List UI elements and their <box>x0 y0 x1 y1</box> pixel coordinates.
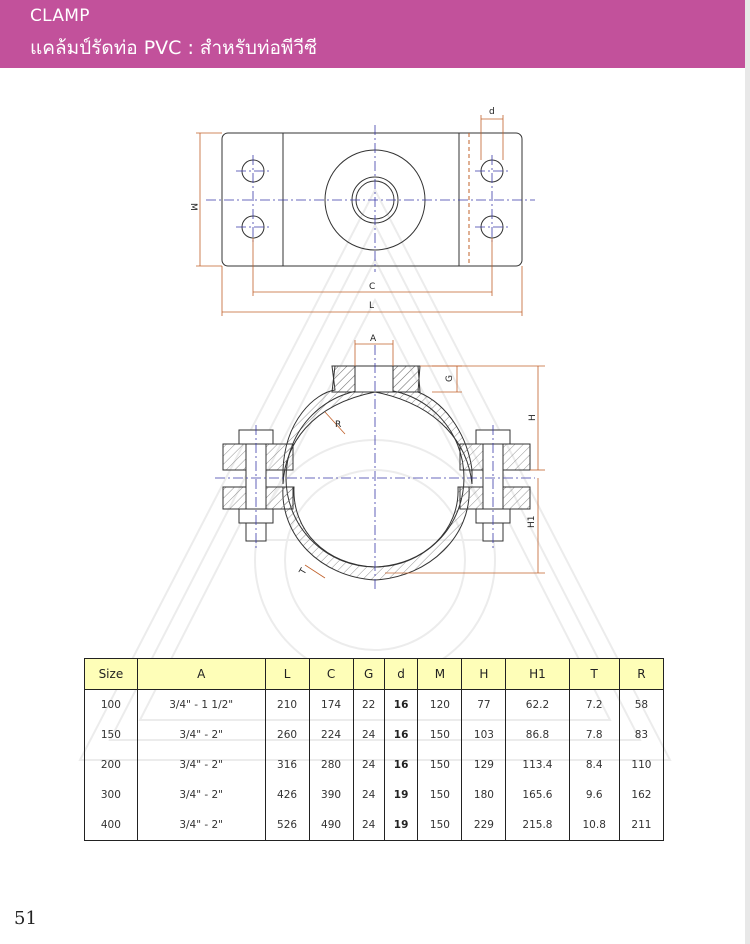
dim-label-m: M <box>188 203 198 211</box>
page-number: 51 <box>14 908 37 929</box>
cell-t: 7.2 <box>568 689 620 720</box>
col-header-g: G <box>352 658 385 690</box>
col-header-r: R <box>618 658 665 690</box>
col-header-h: H <box>461 658 507 690</box>
col-header-a: A <box>136 658 266 690</box>
cell-size: 200 <box>84 750 138 780</box>
cell-l: 260 <box>264 720 310 750</box>
top-view-centerlines <box>206 125 535 272</box>
table-header-row: Size A L C G d M H H1 T R <box>84 658 665 690</box>
col-header-l: L <box>264 658 310 690</box>
cell-l: 210 <box>264 689 310 720</box>
cell-h: 103 <box>461 720 507 750</box>
cell-a: 3/4" - 2" <box>136 810 266 841</box>
cell-h: 229 <box>461 810 507 841</box>
front-view-dimensions <box>304 340 545 579</box>
cell-m: 120 <box>417 689 463 720</box>
cell-m: 150 <box>417 810 463 841</box>
cell-g: 24 <box>352 810 385 841</box>
cell-size: 150 <box>84 720 138 750</box>
cell-d: 16 <box>383 689 419 720</box>
col-header-m: M <box>417 658 463 690</box>
cell-g: 24 <box>352 780 385 810</box>
cell-h1: 86.8 <box>505 720 570 750</box>
cell-g: 24 <box>352 750 385 780</box>
cell-size: 100 <box>84 689 138 720</box>
page-edge-shadow <box>745 0 750 944</box>
specification-table: Size A L C G d M H H1 T R 100 3/4" - 1 1… <box>84 658 665 841</box>
dim-label-l: L <box>369 301 374 311</box>
cell-c: 224 <box>308 720 354 750</box>
cell-r: 58 <box>618 689 665 720</box>
header-banner: CLAMP แคล้มป์รัดท่อ PVC : สำหรับท่อพีวีซ… <box>0 0 750 68</box>
cell-d: 19 <box>383 810 419 841</box>
cell-a: 3/4" - 1 1/2" <box>136 689 266 720</box>
front-view <box>222 365 531 581</box>
table-row: 150 3/4" - 2" 260 224 24 16 150 103 86.8… <box>84 720 665 750</box>
cell-a: 3/4" - 2" <box>136 780 266 810</box>
cell-h: 129 <box>461 750 507 780</box>
cell-m: 150 <box>417 750 463 780</box>
cell-r: 211 <box>618 810 665 841</box>
cell-c: 390 <box>308 780 354 810</box>
cell-m: 150 <box>417 720 463 750</box>
cell-h: 77 <box>461 689 507 720</box>
col-header-t: T <box>568 658 620 690</box>
cell-c: 490 <box>308 810 354 841</box>
cell-size: 300 <box>84 780 138 810</box>
cell-r: 83 <box>618 720 665 750</box>
cell-d: 16 <box>383 720 419 750</box>
cell-m: 150 <box>417 780 463 810</box>
cell-h: 180 <box>461 780 507 810</box>
cell-h1: 113.4 <box>505 750 570 780</box>
cell-g: 24 <box>352 720 385 750</box>
cell-d: 19 <box>383 780 419 810</box>
cell-t: 7.8 <box>568 720 620 750</box>
dim-label-r: R <box>335 420 341 430</box>
top-view-dimensions <box>196 115 523 316</box>
cell-d: 16 <box>383 750 419 780</box>
dim-label-h1: H1 <box>527 516 537 529</box>
cell-l: 426 <box>264 780 310 810</box>
dim-label-h: H <box>528 414 538 421</box>
cell-r: 110 <box>618 750 665 780</box>
cell-g: 22 <box>352 689 385 720</box>
page-subtitle: แคล้มป์รัดท่อ PVC : สำหรับท่อพีวีซี <box>30 37 317 59</box>
dim-label-c: C <box>369 282 375 292</box>
cell-h1: 62.2 <box>505 689 570 720</box>
cell-h1: 215.8 <box>505 810 570 841</box>
cell-a: 3/4" - 2" <box>136 720 266 750</box>
table-row: 100 3/4" - 1 1/2" 210 174 22 16 120 77 6… <box>84 689 665 720</box>
col-header-size: Size <box>84 658 138 690</box>
dim-label-a: A <box>370 334 377 344</box>
cell-c: 280 <box>308 750 354 780</box>
table-row: 300 3/4" - 2" 426 390 24 19 150 180 165.… <box>84 780 665 810</box>
cell-c: 174 <box>308 689 354 720</box>
table-row: 400 3/4" - 2" 526 490 24 19 150 229 215.… <box>84 810 665 841</box>
cell-r: 162 <box>618 780 665 810</box>
cell-h1: 165.6 <box>505 780 570 810</box>
cell-t: 8.4 <box>568 750 620 780</box>
cell-l: 526 <box>264 810 310 841</box>
top-view <box>221 132 523 267</box>
col-header-c: C <box>308 658 354 690</box>
cell-t: 9.6 <box>568 780 620 810</box>
dim-label-t: T <box>298 566 310 577</box>
table-row: 200 3/4" - 2" 316 280 24 16 150 129 113.… <box>84 750 665 780</box>
col-header-d: d <box>383 658 419 690</box>
dim-label-g: G <box>445 375 455 382</box>
col-header-h1: H1 <box>505 658 570 690</box>
front-view-centerlines <box>215 345 535 590</box>
cell-t: 10.8 <box>568 810 620 841</box>
dim-label-d: d <box>489 107 495 117</box>
cell-l: 316 <box>264 750 310 780</box>
cell-size: 400 <box>84 810 138 841</box>
cell-a: 3/4" - 2" <box>136 750 266 780</box>
page-title: CLAMP <box>30 6 90 26</box>
